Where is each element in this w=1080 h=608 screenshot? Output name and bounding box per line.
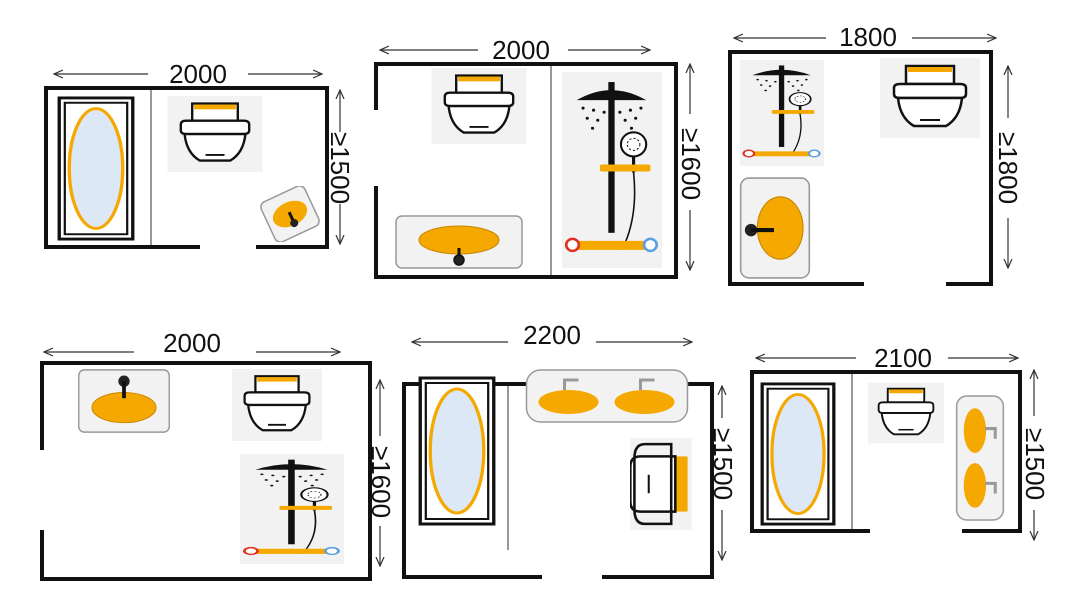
layout-6: 2100 ≥1500 (750, 343, 1050, 540)
width-label: 1800 (839, 22, 897, 52)
width-label: 2100 (874, 343, 932, 373)
width-label: 2000 (163, 328, 221, 358)
sink-icon (394, 214, 524, 270)
sink-icon (260, 186, 320, 242)
depth-label: ≥1800 (993, 132, 1023, 204)
shower-icon (562, 72, 662, 268)
toilet-icon (880, 58, 980, 138)
layout-5: 2200 ≥1500 (402, 320, 738, 579)
room-walls (40, 361, 372, 581)
layout-1: 2000 ≥1500 (44, 59, 355, 249)
room-walls (750, 370, 1022, 533)
layout-3: 1800 ≥1800 (728, 22, 1023, 286)
room-walls (728, 50, 993, 286)
toilet-icon (868, 381, 944, 445)
width-label: 2000 (169, 59, 227, 89)
depth-label: ≥1500 (325, 132, 355, 204)
toilet-icon (430, 68, 528, 144)
layout-2: 2000 ≥1600 (374, 35, 706, 279)
depth-label: ≥1600 (676, 128, 706, 200)
sink-icon (741, 178, 810, 278)
layout-4: 2000 ≥1600 (40, 328, 396, 581)
double-sink-icon (524, 368, 690, 424)
room-walls (44, 86, 329, 249)
toilet-icon (630, 438, 692, 530)
toilet-icon (232, 367, 322, 443)
bathtub-icon (760, 382, 836, 526)
depth-label: ≥1500 (1020, 428, 1050, 500)
bathtub-icon (418, 376, 496, 526)
room-walls (374, 62, 678, 279)
width-label: 2200 (523, 320, 581, 350)
shower-icon (740, 60, 824, 166)
shower-icon (240, 454, 344, 564)
width-label: 2000 (492, 35, 550, 65)
toilet-icon (166, 96, 264, 172)
sink-icon (79, 370, 170, 432)
bathtub-icon (57, 96, 135, 241)
double-sink-icon (955, 394, 1005, 522)
